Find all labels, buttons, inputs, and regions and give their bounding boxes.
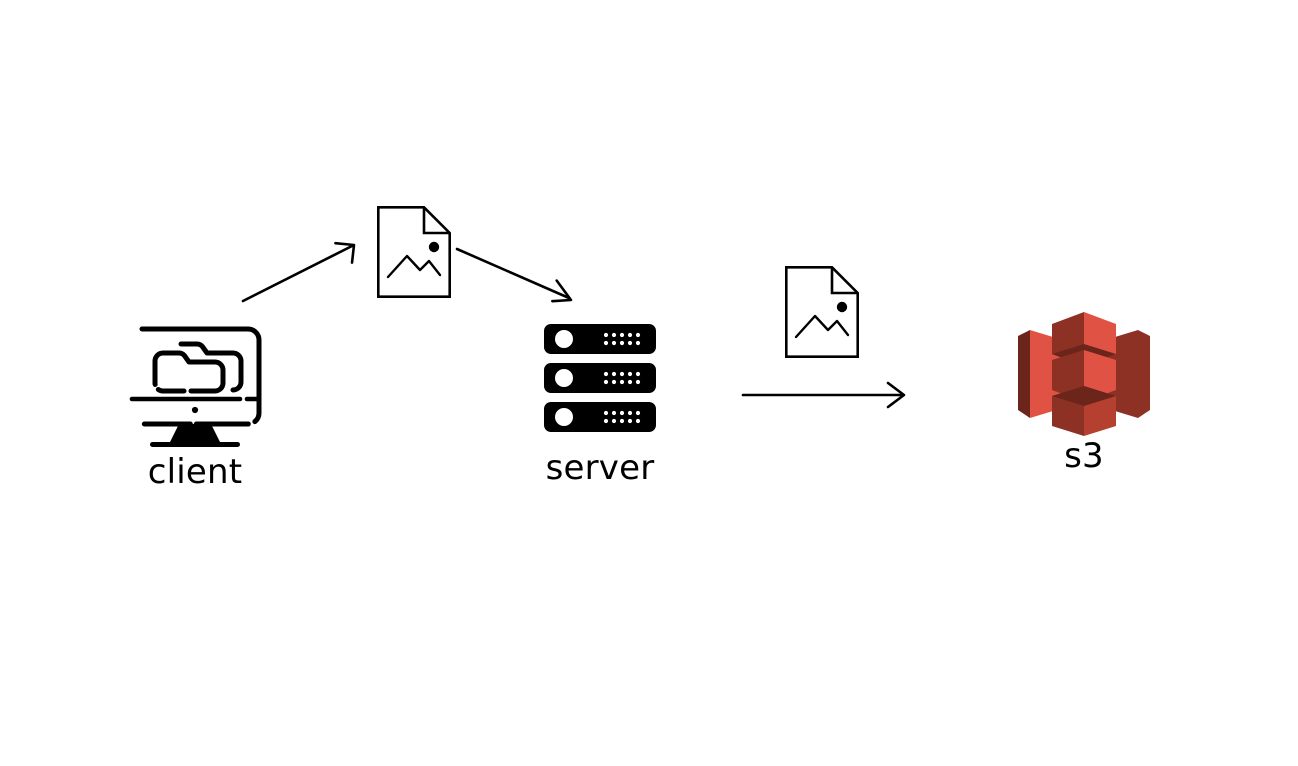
node-label-server: server: [545, 448, 655, 488]
monitor-stand-icon: [150, 424, 240, 447]
server-rack-unit: [544, 363, 656, 393]
node-client[interactable]: client: [126, 324, 264, 492]
server-rack-icon: [544, 324, 656, 432]
monitor-folders-icon: [128, 326, 262, 436]
node-server[interactable]: server: [544, 324, 656, 488]
image-file-icon: [785, 266, 859, 358]
node-label-s3: s3: [1064, 436, 1104, 476]
image-file-2: [785, 266, 859, 358]
server-rack-unit: [544, 324, 656, 354]
image-file-1: [377, 206, 451, 298]
node-label-client: client: [147, 452, 243, 492]
aws-s3-bucket-icon: [1018, 312, 1150, 436]
node-s3[interactable]: s3: [1014, 310, 1154, 476]
image-file-icon: [377, 206, 451, 298]
server-rack-unit: [544, 402, 656, 432]
